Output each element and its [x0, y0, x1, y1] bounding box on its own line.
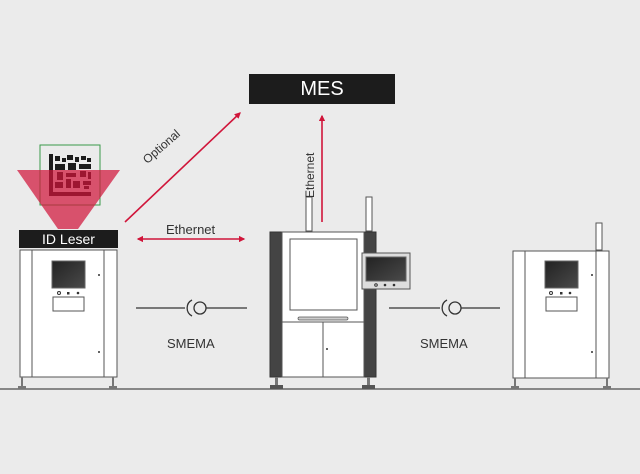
optional-arrow: [124, 112, 241, 223]
machine-inspection: [269, 196, 411, 389]
smema-connector-left-icon: [136, 299, 247, 317]
mes-box: MES: [249, 74, 395, 104]
smema-right-label: SMEMA: [420, 336, 468, 351]
ethernet-vertical-label: Ethernet: [303, 152, 317, 198]
ethernet-horizontal-label: Ethernet: [166, 222, 216, 237]
machine-downstream: [511, 222, 611, 389]
id-reader-label: ID Leser: [19, 230, 118, 248]
smema-left-label: SMEMA: [167, 336, 215, 351]
smema-connector-right-icon: [389, 299, 500, 317]
laser-beam: [17, 170, 120, 229]
machine-id-reader: [18, 249, 118, 389]
